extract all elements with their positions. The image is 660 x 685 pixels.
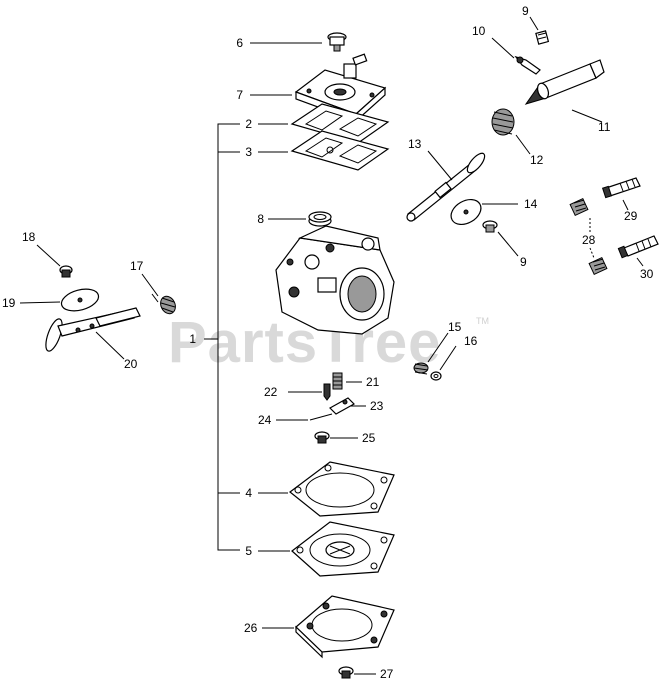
callout-21: 21: [366, 375, 380, 389]
callout-12: 12: [530, 153, 544, 167]
callout-2: 2: [245, 117, 252, 131]
callout-15: 15: [448, 320, 462, 334]
leader-lines: [19, 16, 644, 675]
part-16-ring[interactable]: [430, 371, 442, 381]
callout-labels: 1 2 3 4 5 6 7 8 9 10 11 12 13 14 9 15 16…: [2, 4, 654, 681]
part-27-screw[interactable]: [338, 666, 354, 679]
callout-1: 1: [189, 332, 196, 346]
part-3-diaphragm[interactable]: [290, 130, 390, 171]
part-6-screw[interactable]: [327, 32, 347, 52]
part-9-screw-top[interactable]: [535, 30, 550, 45]
callout-19: 19: [2, 296, 16, 310]
part-28-screw-lower[interactable]: [588, 256, 608, 276]
part-24-pin[interactable]: [309, 413, 333, 421]
part-26-cover[interactable]: [295, 595, 395, 659]
part-5-diaphragm[interactable]: [291, 521, 395, 577]
part-8-ring[interactable]: [308, 211, 332, 227]
callout-11: 11: [598, 120, 611, 134]
part-23-lever[interactable]: [329, 397, 355, 415]
callout-8: 8: [257, 212, 264, 226]
part-29-adjusting-screw[interactable]: [601, 177, 641, 199]
callout-27: 27: [380, 667, 394, 681]
part-15-spring[interactable]: [413, 362, 429, 375]
callout-9-top: 9: [522, 4, 529, 18]
callout-17: 17: [130, 259, 144, 273]
callout-4: 4: [245, 486, 252, 500]
callout-26: 26: [244, 621, 258, 635]
callout-20: 20: [124, 357, 138, 371]
part-28-screw-upper[interactable]: [569, 197, 589, 217]
callout-23: 23: [370, 399, 384, 413]
part-19-washer[interactable]: [59, 285, 101, 314]
part-20-shaft-lever[interactable]: [43, 307, 141, 353]
callout-25: 25: [362, 431, 376, 445]
callout-30: 30: [640, 267, 654, 281]
callout-28: 28: [582, 233, 596, 247]
callout-16: 16: [464, 334, 478, 348]
callout-13: 13: [408, 137, 422, 151]
part-14-disc[interactable]: [447, 194, 486, 229]
callout-22: 22: [264, 385, 278, 399]
callout-9-mid: 9: [520, 255, 527, 269]
assembly-bracket: [204, 123, 240, 551]
watermark-trademark: TM: [476, 316, 489, 326]
part-12-spring[interactable]: [491, 108, 515, 136]
part-17-spring[interactable]: [151, 293, 178, 316]
callout-18: 18: [22, 230, 36, 244]
callout-24: 24: [258, 413, 272, 427]
part-11-needle[interactable]: [524, 59, 605, 105]
part-21-spring[interactable]: [332, 372, 343, 390]
part-30-adjusting-screw[interactable]: [617, 235, 659, 259]
part-10-lever[interactable]: [514, 55, 541, 75]
part-13-shaft[interactable]: [406, 151, 488, 222]
callout-14: 14: [524, 197, 538, 211]
callout-6: 6: [236, 36, 243, 50]
part-9-screw-mid[interactable]: [482, 220, 498, 233]
callout-29: 29: [624, 209, 638, 223]
callout-3: 3: [245, 145, 252, 159]
callout-7: 7: [236, 88, 243, 102]
part-1-carburetor-body[interactable]: [275, 225, 395, 335]
part-22-needle[interactable]: [323, 383, 331, 401]
part-25-screw[interactable]: [314, 431, 330, 444]
part-18-screw[interactable]: [59, 265, 73, 278]
part-4-gasket[interactable]: [289, 461, 395, 517]
callout-10: 10: [472, 24, 486, 38]
callout-5: 5: [245, 544, 252, 558]
